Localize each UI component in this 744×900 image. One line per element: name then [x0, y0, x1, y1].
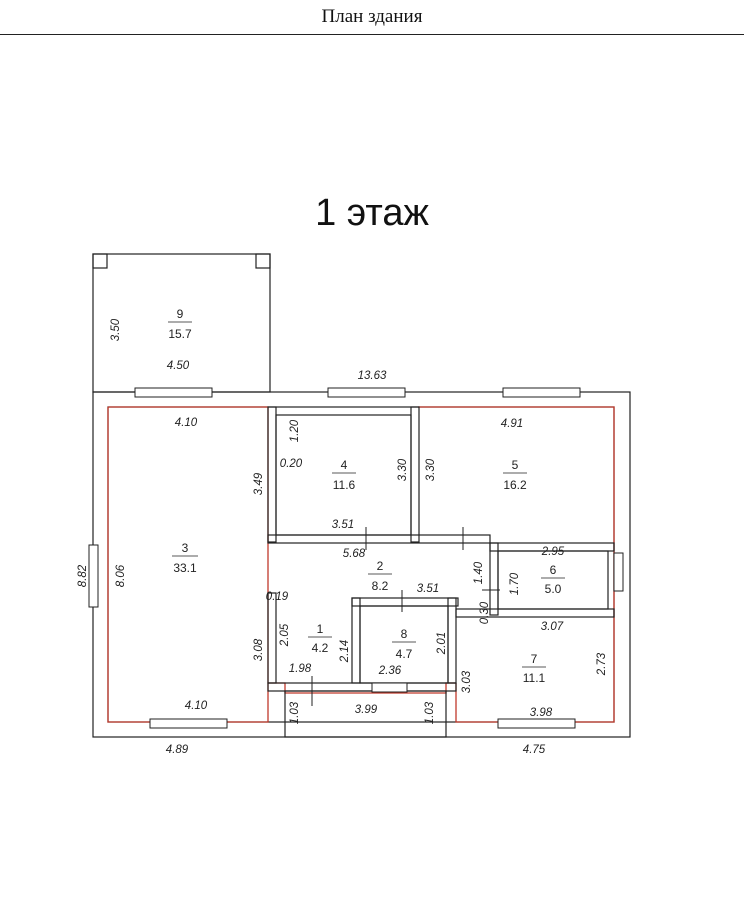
svg-text:16.2: 16.2 [503, 478, 527, 492]
window [502, 387, 581, 398]
room-label-5: 5 16.2 [503, 458, 527, 492]
dim-label: 3.50 [110, 318, 122, 341]
window [497, 718, 576, 729]
room-4-box [275, 414, 412, 536]
svg-text:2: 2 [377, 559, 384, 573]
dim-label: 0.20 [280, 458, 303, 470]
wall-segment [267, 406, 277, 543]
room-label-4: 4 11.6 [332, 458, 356, 492]
dim-label: 4.50 [167, 360, 190, 372]
dim-label: 2.05 [279, 623, 291, 647]
dim-label: 4.75 [523, 744, 546, 756]
wall-segment [267, 682, 457, 692]
dim-label: 3.49 [253, 472, 265, 495]
wall-segment [267, 534, 491, 544]
svg-text:9: 9 [177, 307, 184, 321]
dim-label: 4.89 [166, 744, 189, 756]
dim-label: 3.07 [541, 621, 564, 633]
room-label-2: 2 8.2 [368, 559, 392, 593]
dim-label: 8.06 [115, 564, 127, 587]
room-label-7: 7 11.1 [522, 652, 546, 685]
wall-segment [489, 542, 499, 616]
dim-label: 3.51 [417, 583, 439, 595]
room-7-outline [455, 610, 615, 723]
dim-label: 4.10 [185, 700, 208, 712]
svg-text:5: 5 [512, 458, 519, 472]
room-label-8: 8 4.7 [392, 627, 416, 661]
svg-text:8.2: 8.2 [372, 579, 389, 593]
dim-label: 0.30 [479, 601, 491, 624]
dim-label: 0.19 [266, 591, 289, 603]
room-label-9: 9 15.7 [168, 307, 192, 341]
dim-label: 2.14 [339, 640, 351, 663]
svg-text:8: 8 [401, 627, 408, 641]
header-bar: План здания [0, 0, 744, 35]
dim-label: 1.70 [509, 572, 521, 595]
svg-text:3: 3 [182, 541, 189, 555]
room-label-3: 3 33.1 [172, 541, 198, 575]
terrace-post [255, 253, 271, 269]
terrace-post [92, 253, 108, 269]
svg-text:1: 1 [317, 622, 324, 636]
room-5-outline [418, 406, 615, 610]
svg-text:33.1: 33.1 [173, 561, 197, 575]
dim-label: 1.03 [289, 701, 301, 724]
dim-label: 13.63 [358, 370, 387, 382]
dim-label: 3.99 [355, 704, 378, 716]
dim-label: 1.03 [424, 701, 436, 724]
window [134, 387, 213, 398]
dim-label: 1.20 [289, 419, 301, 442]
dim-label: 2.36 [378, 665, 402, 677]
dim-label: 1.98 [289, 663, 312, 675]
dim-label: 5.68 [343, 548, 366, 560]
porch-box [284, 690, 447, 738]
wall-segment [351, 597, 361, 684]
room-label-1: 1 4.2 [308, 622, 332, 655]
svg-text:6: 6 [550, 563, 557, 577]
svg-text:4.7: 4.7 [396, 647, 413, 661]
wall-segment [351, 597, 459, 607]
wall-segment [447, 597, 457, 684]
dim-label: 4.10 [175, 417, 198, 429]
dim-label: 3.30 [397, 458, 409, 481]
floor-title: 1 этаж [315, 192, 429, 234]
room-3-outline [107, 406, 269, 723]
svg-text:15.7: 15.7 [168, 327, 192, 341]
dim-label: 4.91 [501, 418, 523, 430]
window [327, 387, 406, 398]
room-8-box [359, 605, 449, 684]
window [371, 682, 408, 693]
svg-text:4: 4 [341, 458, 348, 472]
svg-text:11.6: 11.6 [333, 478, 356, 492]
window [149, 718, 228, 729]
dim-label: 1.40 [473, 561, 485, 584]
window [613, 552, 624, 592]
svg-text:11.1: 11.1 [523, 671, 546, 685]
dim-label: 3.08 [253, 638, 265, 661]
wall-segment [410, 406, 420, 543]
window [88, 544, 99, 608]
dim-label: 3.51 [332, 519, 354, 531]
svg-text:4.2: 4.2 [312, 641, 329, 655]
wall-segment [267, 592, 277, 684]
dim-label: 2.01 [436, 632, 448, 655]
room-label-6: 6 5.0 [541, 563, 565, 596]
dim-label: 3.30 [425, 458, 437, 481]
dim-label: 8.82 [77, 564, 89, 587]
dim-label: 2.95 [541, 546, 565, 558]
page-title: План здания [321, 6, 423, 27]
dim-label: 3.98 [530, 707, 553, 719]
dim-label: 3.03 [461, 670, 473, 693]
svg-text:5.0: 5.0 [545, 582, 562, 596]
dim-label: 2.73 [596, 652, 608, 676]
svg-text:7: 7 [531, 652, 538, 666]
